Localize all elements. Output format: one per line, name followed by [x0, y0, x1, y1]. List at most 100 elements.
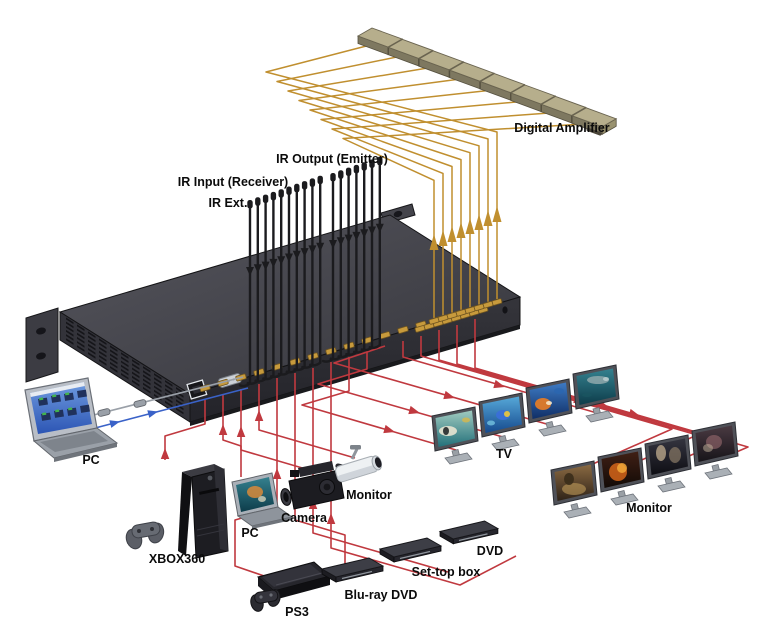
monitor-1 — [550, 460, 598, 519]
vent-slot — [99, 342, 107, 350]
player-boxes — [320, 520, 500, 583]
ir-head — [294, 183, 300, 193]
ir-head — [369, 159, 375, 168]
screen-image — [656, 445, 666, 461]
screen-image — [487, 420, 495, 426]
hdmi-connector — [397, 325, 409, 334]
vent-slot — [121, 360, 129, 368]
ir-arrow — [329, 240, 337, 249]
ir-arrow — [368, 226, 376, 236]
xbox360-console — [178, 464, 229, 559]
audio-arrow — [456, 222, 466, 238]
ps3-controller — [250, 589, 281, 612]
vent-slot — [165, 380, 173, 387]
video-cable — [333, 345, 551, 426]
ir-extension-cables — [238, 156, 384, 388]
label-dvd: DVD — [477, 544, 503, 558]
vent-slot — [154, 373, 162, 380]
screen-image — [462, 417, 470, 423]
vent-slot — [132, 375, 140, 383]
ir-arrow — [336, 237, 345, 247]
vent-slot — [143, 374, 151, 382]
vent-slot — [121, 352, 129, 359]
vent-slot — [77, 332, 85, 340]
diagram-labels: Digital Amplifier IR Output (Emitter) IR… — [82, 121, 672, 619]
audio-arrow — [474, 214, 484, 230]
ir-head — [317, 175, 323, 185]
settop-box — [378, 537, 443, 563]
tv-1 — [431, 406, 479, 465]
ir-head — [255, 197, 261, 206]
label-digital-amplifier: Digital Amplifier — [514, 121, 610, 135]
video-camera — [280, 461, 348, 510]
ir-arrow — [269, 258, 278, 268]
ir-arrow — [253, 264, 262, 274]
pc-control-link — [69, 376, 249, 434]
vent-slot — [132, 371, 140, 379]
ir-hook — [309, 361, 322, 367]
vent-slot — [165, 388, 173, 395]
vent-slot — [165, 396, 173, 404]
screen-image — [546, 401, 552, 405]
screen-image — [617, 463, 627, 473]
vent-slot — [121, 364, 129, 372]
video-arrow — [218, 424, 228, 435]
display-stand — [538, 424, 567, 437]
vent-slot — [154, 377, 162, 384]
vent-slot — [154, 381, 162, 388]
ir-head — [338, 170, 344, 179]
screen-image — [535, 398, 551, 410]
vent-slot — [88, 348, 96, 355]
pc-source-laptop — [231, 472, 294, 529]
tv-4 — [572, 364, 620, 423]
vent-slot — [154, 389, 162, 397]
display-stand — [444, 452, 473, 465]
vent-slot — [143, 366, 151, 373]
vent-slot — [88, 331, 96, 338]
display-stand — [610, 493, 639, 506]
ir-head — [286, 186, 292, 195]
label-camera-monitor: Monitor — [346, 488, 392, 502]
label-pc-control: PC — [82, 453, 99, 467]
display-stand — [563, 506, 592, 519]
label-ir-ext: IR Ext. — [209, 196, 248, 210]
vent-slot — [132, 363, 140, 370]
screen-image — [554, 388, 564, 394]
disc-slot — [458, 533, 488, 542]
hdmi-connector — [428, 317, 440, 325]
vent-slot — [77, 324, 85, 332]
cable-plug — [133, 399, 147, 408]
vent-slot — [110, 353, 118, 361]
audio-arrow — [429, 234, 439, 250]
video-cable — [330, 362, 517, 586]
ir-head — [377, 156, 383, 166]
monitor-2 — [597, 447, 645, 506]
tv-2 — [478, 392, 526, 451]
vent-slot — [165, 400, 173, 408]
vent-slot — [176, 407, 184, 415]
cable-plug — [97, 408, 111, 417]
vent-slot — [99, 355, 107, 362]
vent-slot — [143, 370, 151, 377]
ir-arrow — [308, 245, 317, 255]
ir-head — [353, 164, 360, 174]
vent-slot — [176, 395, 184, 402]
vent-slot — [132, 379, 140, 387]
video-cable — [222, 395, 242, 477]
vent-slot — [165, 384, 173, 391]
video-arrow — [236, 426, 246, 437]
vent-slot — [121, 373, 129, 380]
screen-image — [562, 483, 586, 495]
surveillance-camera — [334, 445, 382, 483]
audio-arrow — [492, 206, 502, 222]
display-stand — [491, 438, 520, 451]
ir-arrow — [375, 223, 384, 233]
vent-slot — [88, 352, 96, 359]
vent-slot — [143, 386, 151, 394]
vent-slot — [132, 367, 140, 375]
vent-slot — [88, 339, 96, 347]
hdmi-connector — [414, 325, 426, 333]
audio-arrow — [483, 210, 493, 226]
disc-slot — [399, 550, 431, 560]
